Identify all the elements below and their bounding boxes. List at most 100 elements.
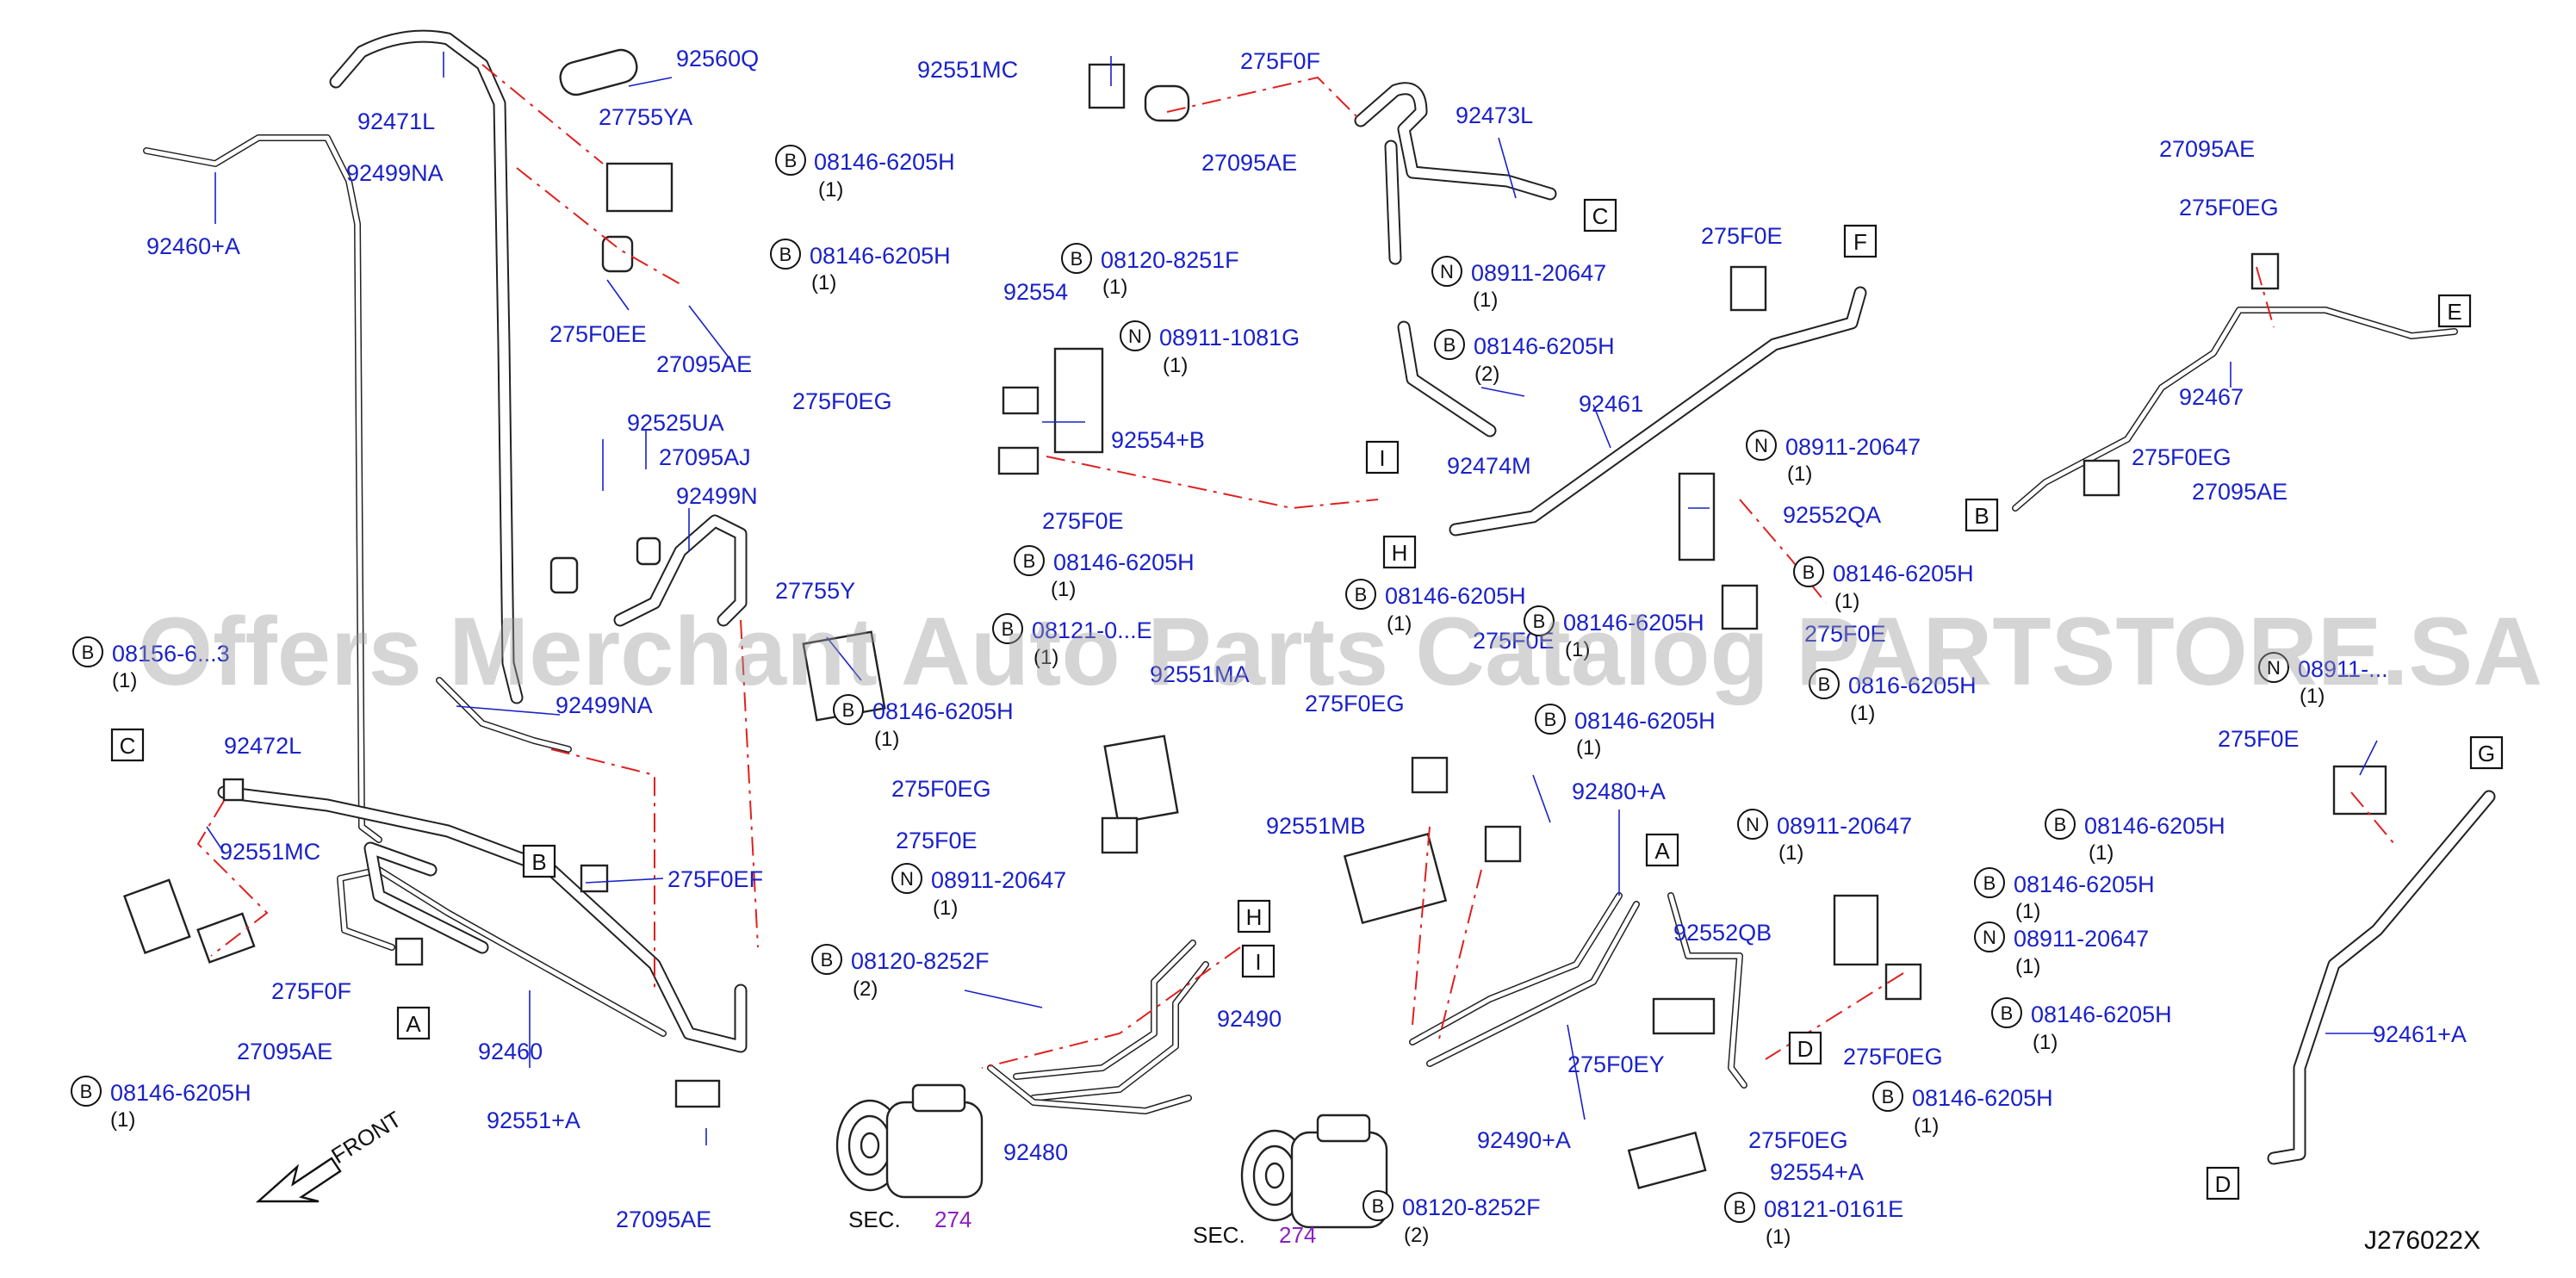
part-label: 275F0E (1701, 223, 1783, 249)
bolt-symbol: B (1002, 618, 1015, 640)
bolt-symbol: N (2267, 657, 2281, 679)
bolt-qty: (1) (1473, 288, 1498, 312)
bolt-part-number: 08146-6205H (872, 698, 1014, 724)
part-label: 92551MA (1150, 661, 1250, 687)
bolt-qty: (1) (2015, 900, 2040, 923)
connector-h-mid: H (1246, 904, 1263, 930)
bolt-part-number: 08146-6205H (2014, 872, 2155, 897)
bolt-qty: (2) (1404, 1224, 1429, 1247)
front-label: FRONT (326, 1106, 406, 1169)
bolt-symbol: B (1734, 1197, 1747, 1219)
part-label: 92499NA (346, 160, 444, 186)
bolt-symbol: B (1533, 611, 1546, 632)
bolt-qty: (1) (2015, 955, 2040, 978)
bolt-symbol: N (1746, 814, 1760, 835)
bolt-symbol: B (1071, 248, 1083, 270)
compressor-left (835, 1083, 984, 1199)
bolt-qty: (1) (1778, 841, 1803, 865)
bolt-qty: (1) (933, 896, 958, 920)
part-label: 92480+A (1572, 779, 1666, 804)
bolt-symbol: N (1128, 326, 1142, 347)
part-label: 27095AE (237, 1039, 332, 1064)
bolt-symbol: B (2001, 1002, 2014, 1024)
part-label: 275F0EF (667, 866, 763, 892)
part-label: 275F0EE (549, 321, 647, 347)
bolt-part-number: 08911-... (2298, 656, 2388, 682)
bolt-part-number: 08146-6205H (1833, 561, 1974, 586)
bolt-symbol: B (785, 150, 798, 171)
part-label: 275F0EG (2132, 444, 2231, 470)
bolt-qty: (1) (1565, 638, 1590, 661)
connector-d-bottom: D (2215, 1171, 2231, 1197)
watermark: Offers Merchant Auto Parts Catalog PARTS… (138, 598, 2542, 705)
bolt-symbol: B (80, 1081, 93, 1102)
part-label: 92460+A (146, 233, 240, 259)
bolt-symbol: N (1983, 927, 1996, 948)
bolt-symbol: B (1372, 1195, 1385, 1217)
part-label: 92490 (1217, 1006, 1282, 1032)
bolt-part-number: 08156-6...3 (112, 641, 230, 667)
bolt-qty: (1) (1034, 646, 1058, 669)
connector-b-left: B (531, 849, 546, 875)
part-label: 275F0EG (1843, 1044, 1943, 1070)
bolt-qty: (1) (1834, 590, 1859, 613)
bolt-qty: (1) (818, 178, 843, 202)
section-refs: SEC. 274 SEC. 274 (848, 1207, 1316, 1248)
bolt-part-number: 08146-6205H (810, 243, 951, 269)
bolt-part-number: 08146-6205H (814, 149, 955, 175)
section-label: SEC. (1193, 1222, 1245, 1248)
bolt-part-number: 08120-8252F (1402, 1194, 1541, 1220)
bolt-part-number: 08121-0...E (1032, 617, 1152, 643)
bolt-qty: (1) (2033, 1031, 2058, 1054)
connector-b-right: B (1974, 503, 1989, 529)
part-label: 92552QB (1673, 920, 1772, 946)
bolt-part-number: 08120-8251F (1101, 247, 1239, 273)
bolt-part-number: 08121-0161E (1764, 1196, 1903, 1222)
bolt-symbol: N (900, 868, 914, 890)
part-label: 92554+A (1770, 1159, 1864, 1185)
bolt-symbol: B (842, 699, 855, 721)
bolt-symbol: B (1803, 561, 1816, 583)
connector-i-top: I (1379, 445, 1385, 471)
bolt-qty: (2) (853, 977, 878, 1001)
part-label: 92560Q (676, 46, 759, 71)
bolt-symbol: B (821, 949, 834, 971)
bolt-part-number: 08146-6205H (1474, 333, 1615, 359)
section-number: 274 (934, 1207, 971, 1232)
pipes (143, 29, 2496, 1165)
bolt-part-number: 08146-6205H (1563, 610, 1704, 636)
front-arrow: FRONT (255, 1106, 406, 1203)
small-parts (122, 48, 2387, 1189)
bolt-symbol: B (82, 642, 95, 663)
part-label: 275F0EY (1567, 1052, 1665, 1077)
bolt-qty: (1) (2089, 841, 2114, 865)
bolt-qty: (1) (1914, 1114, 1939, 1138)
part-label: 275F0EG (1305, 691, 1405, 717)
connector-c-top: C (1592, 203, 1609, 229)
bolt-qty: (1) (2300, 685, 2325, 708)
section-label: SEC. (848, 1207, 901, 1232)
bolt-part-number: 08911-20647 (931, 867, 1066, 893)
part-label: 92525UA (627, 410, 724, 436)
connector-a-right: A (1654, 838, 1670, 864)
bolt-qty: (1) (112, 669, 137, 692)
bolt-part-number: 08146-6205H (110, 1080, 251, 1106)
part-label: 92499NA (556, 692, 653, 718)
bolt-qty: (1) (1163, 354, 1188, 377)
part-label: 92473L (1456, 102, 1533, 128)
bolt-symbol: B (1983, 872, 1996, 894)
bolt-qty: (1) (874, 728, 899, 751)
bolt-symbol: B (1355, 584, 1368, 605)
part-label: 92461 (1579, 391, 1643, 417)
bolt-symbol: B (1443, 334, 1456, 356)
part-label: 27095AE (2192, 479, 2287, 505)
part-label: 27095AE (1201, 150, 1297, 176)
bolt-symbol: B (779, 244, 792, 265)
connector-boxes: C C B A H I F E B H A D G D I (110, 198, 2504, 1200)
part-label: 92460 (478, 1039, 543, 1064)
bolt-qty: (1) (1387, 612, 1412, 636)
connector-g: G (2478, 741, 2495, 766)
part-label: 275F0E (2218, 726, 2300, 752)
bolt-part-number: 08146-6205H (1574, 708, 1716, 734)
section-number: 274 (1279, 1222, 1316, 1248)
